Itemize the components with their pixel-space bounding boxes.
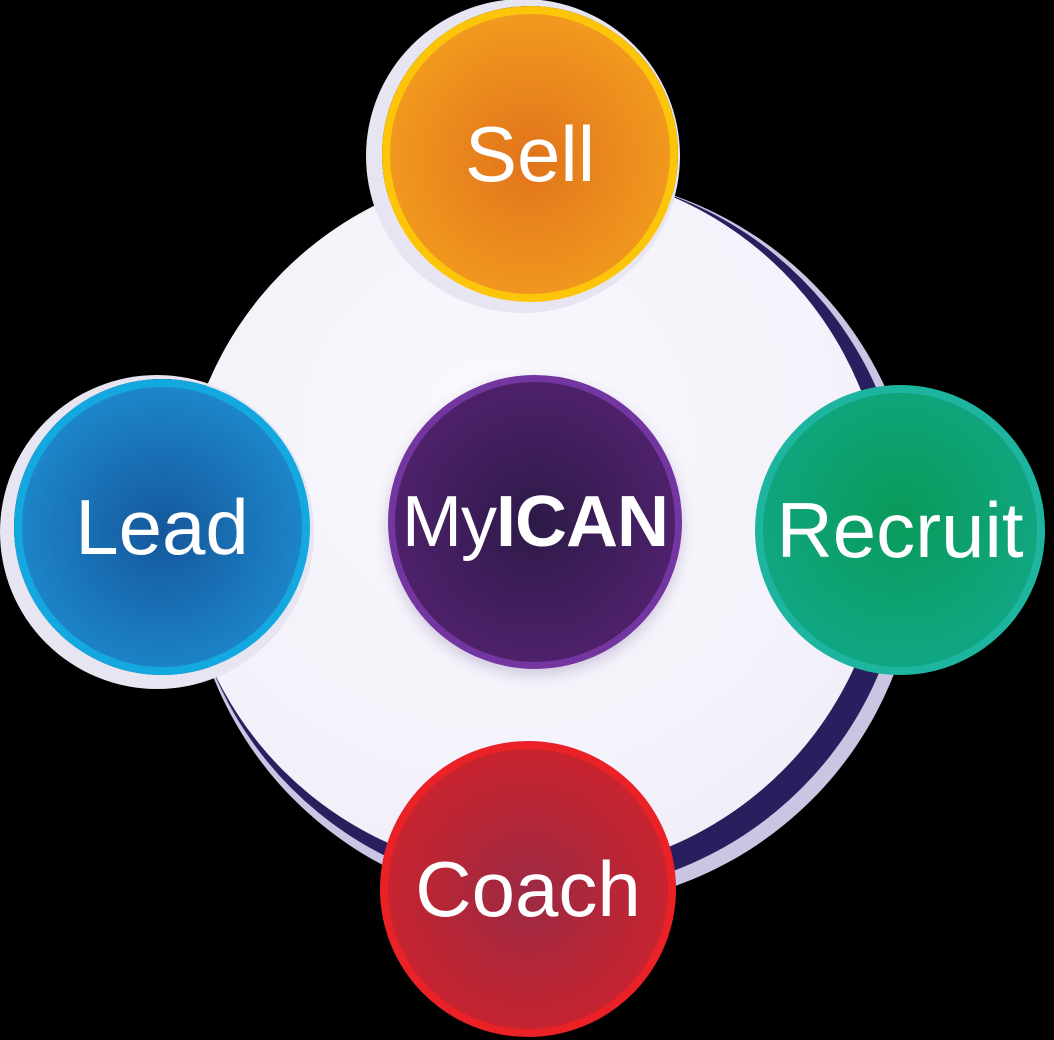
node-sell-label: Sell	[464, 110, 596, 198]
node-recruit-label: Recruit	[776, 486, 1024, 574]
center-label-my: My	[402, 482, 497, 562]
node-sell: Sell	[382, 6, 678, 302]
node-coach: Coach	[380, 741, 676, 1037]
node-coach-label: Coach	[415, 845, 641, 933]
center-label-ican: ICAN	[495, 482, 669, 562]
node-lead: Lead	[14, 379, 310, 675]
node-lead-label: Lead	[75, 483, 249, 571]
node-recruit: Recruit	[755, 385, 1045, 675]
